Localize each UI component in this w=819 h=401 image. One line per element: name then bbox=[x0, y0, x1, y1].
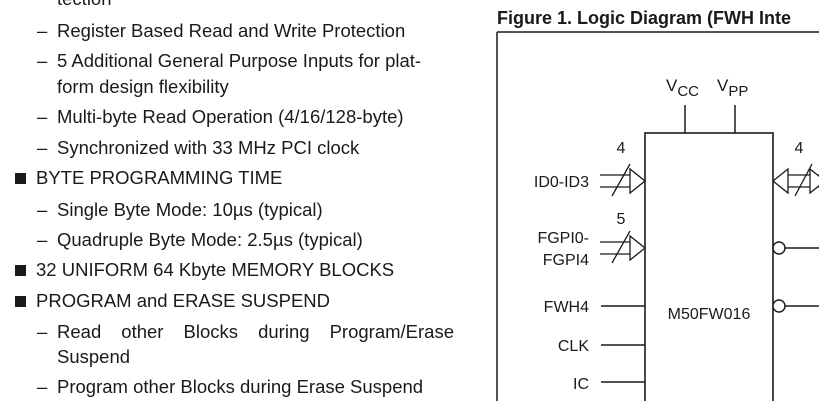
dash-marker: – bbox=[37, 229, 48, 250]
output-bus-width: 4 bbox=[795, 140, 804, 157]
word: Read bbox=[57, 321, 102, 342]
word: Program/Erase bbox=[329, 321, 454, 342]
fgpi-pin-label-1: FGPI0- bbox=[537, 230, 589, 247]
section-heading: PROGRAM and ERASE SUSPEND bbox=[36, 290, 331, 311]
list-item: Program other Blocks during Erase Suspen… bbox=[57, 376, 424, 397]
dash-marker: – bbox=[37, 321, 48, 342]
dash-marker: – bbox=[37, 199, 48, 220]
list-item-continuation: form design flexibility bbox=[57, 76, 229, 97]
dash-marker: – bbox=[37, 137, 48, 158]
section-heading: BYTE PROGRAMMING TIME bbox=[36, 167, 283, 188]
list-item: Single Byte Mode: 10µs (typical) bbox=[57, 199, 323, 220]
dash-marker: – bbox=[37, 50, 48, 71]
figure-title: Figure 1. Logic Diagram (FWH Inte bbox=[497, 8, 792, 28]
ic-pin-label: IC bbox=[573, 376, 589, 393]
list-item-continuation: Suspend bbox=[57, 346, 131, 367]
bus-arrow-icon bbox=[600, 230, 647, 264]
inverted-output-bubble-icon bbox=[772, 241, 786, 255]
square-bullet-icon bbox=[15, 173, 26, 184]
inverted-output-bubble-icon bbox=[772, 299, 786, 313]
cut-off-text: tection bbox=[57, 0, 112, 9]
bus-arrow-icon bbox=[600, 163, 647, 197]
fgpi-pin-label-2: FGPI4 bbox=[543, 252, 589, 269]
list-item: Quadruple Byte Mode: 2.5µs (typical) bbox=[57, 229, 363, 250]
square-bullet-icon bbox=[15, 296, 26, 307]
square-bullet-icon bbox=[15, 265, 26, 276]
dash-marker: – bbox=[37, 20, 48, 41]
fwh4-pin-label: FWH4 bbox=[544, 299, 589, 316]
chip-body bbox=[644, 132, 774, 401]
list-item: Synchronized with 33 MHz PCI clock bbox=[57, 137, 360, 158]
word: during bbox=[258, 321, 310, 342]
vcc-label: VCC bbox=[666, 76, 699, 100]
list-item: Register Based Read and Write Protection bbox=[57, 20, 406, 41]
section-heading: 32 UNIFORM 64 Kbyte MEMORY BLOCKS bbox=[36, 259, 395, 280]
word: Blocks bbox=[183, 321, 239, 342]
list-item: Multi-byte Read Operation (4/16/128-byte… bbox=[57, 106, 404, 127]
vpp-label: VPP bbox=[717, 76, 748, 100]
chip-name: M50FW016 bbox=[668, 306, 751, 323]
word: other bbox=[121, 321, 164, 342]
id-bus-width: 4 bbox=[617, 140, 626, 157]
list-item-justified: Read other Blocks during Program/Erase bbox=[57, 321, 454, 342]
clk-pin-label: CLK bbox=[558, 338, 589, 355]
list-item: 5 Additional General Purpose Inputs for … bbox=[57, 50, 422, 71]
dash-marker: – bbox=[37, 106, 48, 127]
fgpi-bus-width: 5 bbox=[617, 211, 626, 228]
dash-marker: – bbox=[37, 376, 48, 397]
id-pin-label: ID0-ID3 bbox=[534, 174, 589, 191]
bidirectional-bus-arrow-icon bbox=[771, 163, 819, 197]
